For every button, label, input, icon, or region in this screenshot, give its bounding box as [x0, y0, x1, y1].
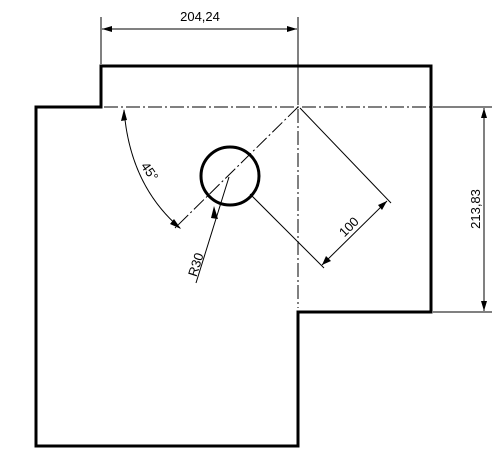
diagonal-length-label: 100	[336, 214, 362, 240]
radius-label: R30	[185, 251, 207, 278]
radius-dimension: R30	[185, 176, 230, 284]
angle-label: 45°	[138, 159, 162, 184]
hole-circle	[199, 145, 261, 207]
diagonal-length-dimension: 100	[249, 107, 392, 269]
part-outline	[34, 64, 433, 448]
right-height-label: 213,83	[468, 189, 483, 229]
top-width-label: 204,24	[180, 9, 220, 24]
diagonal-center-line	[174, 106, 299, 229]
right-height-dimension: 213,83	[433, 106, 492, 313]
angle-dimension: 45°	[121, 109, 181, 229]
top-width-dimension: 204,24	[100, 9, 299, 105]
